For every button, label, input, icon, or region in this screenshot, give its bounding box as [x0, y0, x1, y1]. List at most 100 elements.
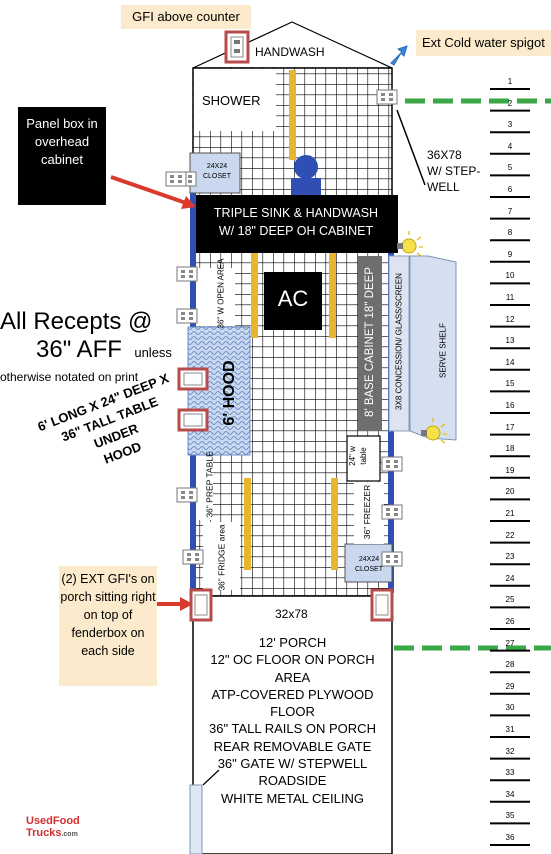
panel-box-callout: Panel box in overhead cabinet	[18, 107, 106, 205]
ac-label: AC	[277, 286, 309, 311]
ruler-label: 5	[507, 163, 513, 173]
arrow-panel-box	[110, 175, 196, 209]
base-cabinet	[358, 256, 382, 431]
logo-line-2-wrap: Trucks.com	[26, 827, 80, 841]
gfi-outlet-icon	[177, 367, 209, 391]
door-side-line-2: W/ STEP-	[427, 164, 481, 178]
gfi-outlet-icon	[189, 588, 213, 622]
fridge-label: 36" FRIDGE area	[216, 524, 227, 591]
table-24-box	[346, 435, 381, 482]
prep-table-floor	[193, 455, 213, 520]
ruler-label: 8	[507, 228, 513, 238]
ruler-label: 26	[505, 617, 515, 626]
outlet-icon	[176, 487, 198, 503]
porch-line: ATP-COVERED PLYWOOD	[211, 686, 374, 702]
serve-shelf	[409, 255, 457, 441]
spigot-icon	[390, 45, 408, 66]
porch-line: AREA	[274, 669, 311, 685]
gfi-outlet-icon	[177, 408, 209, 432]
stepwell-line	[396, 109, 426, 186]
ruler-label: 20	[505, 487, 515, 497]
recepts-line-2-wrap: 36" AFF unless	[36, 336, 172, 364]
outlet-icon	[381, 456, 403, 472]
bar-ac-right	[329, 253, 336, 338]
base-cabinet-label: 8' BASE CABINET 18" DEEP	[364, 267, 376, 417]
ruler-label: 7	[507, 206, 513, 216]
ruler-label: 35	[505, 811, 515, 821]
door-side-line-3: WELL	[427, 180, 460, 194]
handwash-label: HANDWASH	[255, 45, 325, 59]
ruler-label: 30	[505, 703, 515, 713]
shower-label: SHOWER	[202, 93, 261, 108]
hood-label: 6' HOOD	[221, 360, 238, 426]
gfi-outlet-icon	[370, 588, 394, 622]
ruler-label: 29	[505, 681, 515, 691]
recepts-unless: unless	[134, 345, 172, 360]
bar-fridge-right	[331, 478, 338, 570]
ruler-label: 32	[505, 746, 515, 756]
hood-pattern	[188, 327, 250, 455]
ruler-label: 2	[507, 98, 513, 108]
recepts-line-1: All Recepts @	[0, 308, 153, 335]
ruler-label: 4	[507, 141, 513, 151]
open-area-floor	[193, 268, 235, 326]
bar-ac-left	[251, 253, 258, 338]
ruler-label: 33	[505, 768, 515, 778]
ruler-label: 13	[505, 336, 515, 346]
ruler-label: 10	[505, 271, 515, 281]
porch-line: 12' PORCH	[258, 635, 327, 650]
logo-line-2: Trucks	[26, 827, 62, 839]
porch-gate	[189, 784, 203, 854]
ruler-label: 28	[505, 660, 515, 670]
ext-gfi-text: (2) EXT GFI's on porch sitting right on …	[60, 572, 156, 658]
ruler-label: 24	[505, 573, 515, 583]
open-area-label: 36" W OPEN AREA	[216, 258, 226, 329]
closet-top	[189, 152, 241, 194]
site-logo: UsedFood Trucks.com	[26, 815, 80, 841]
ruler-label: 17	[505, 422, 515, 432]
porch-area	[192, 595, 393, 854]
ext-spigot-callout: Ext Cold water spigot	[416, 30, 551, 56]
table-24-line-2: table	[359, 447, 368, 465]
ext-spigot-text: Ext Cold water spigot	[422, 35, 545, 50]
porch-line: REAR REMOVABLE GATE	[213, 738, 372, 754]
ac-unit	[264, 272, 322, 330]
recepts-line-3: otherwise notated on print	[0, 370, 139, 384]
fridge-floor	[203, 522, 240, 590]
sink-basin	[291, 178, 321, 195]
door-side-line-1: 36X78	[427, 148, 462, 162]
triple-sink-line-2: W/ 18" DEEP OH CABINET	[218, 224, 374, 238]
ruler-label: 3	[507, 120, 513, 130]
ruler-label: 36	[505, 833, 515, 842]
serve-shelf-label: SERVE SHELF	[438, 323, 448, 378]
ruler-label: 16	[505, 401, 515, 410]
light-bulb-icon	[421, 418, 447, 444]
porch-line: 36" TALL RAILS ON PORCH	[209, 721, 376, 737]
panel-box-text: Panel box in overhead cabinet	[26, 116, 98, 167]
ext-gfi-callout: (2) EXT GFI's on porch sitting right on …	[59, 566, 157, 686]
ruler-label: 25	[505, 595, 515, 605]
bar-fridge-left	[244, 478, 251, 570]
ruler-label: 15	[505, 379, 515, 389]
ruler-label: 9	[507, 249, 513, 259]
freezer-floor	[354, 482, 384, 544]
triple-sink-block	[193, 195, 398, 253]
gfi-counter-callout: GFI above counter	[121, 5, 251, 29]
concession-label: 3X8 CONCESSION/ GLASS/SCREEN	[394, 273, 404, 410]
sink-faucet	[294, 155, 318, 179]
gfi-outlet-icon	[224, 30, 250, 64]
arrow-ext-gfi	[156, 597, 193, 611]
concession-window	[388, 255, 410, 432]
freezer-label: 36" FREEZER	[362, 484, 372, 540]
closet-bottom-label: 24X24 CLOSET	[354, 556, 383, 573]
outlet-icon	[176, 308, 198, 324]
ruler-label: 12	[505, 314, 515, 324]
ruler-label: 34	[505, 789, 515, 799]
door-rear-label: 32x78	[275, 607, 308, 621]
porch-line: WHITE METAL CEILING	[220, 790, 364, 806]
shower-area	[194, 69, 276, 131]
triple-sink-line-1: TRIPLE SINK & HANDWASH	[213, 206, 379, 220]
closet-top-label: 24X24 CLOSET	[202, 163, 231, 180]
light-bulb-icon	[397, 231, 423, 257]
